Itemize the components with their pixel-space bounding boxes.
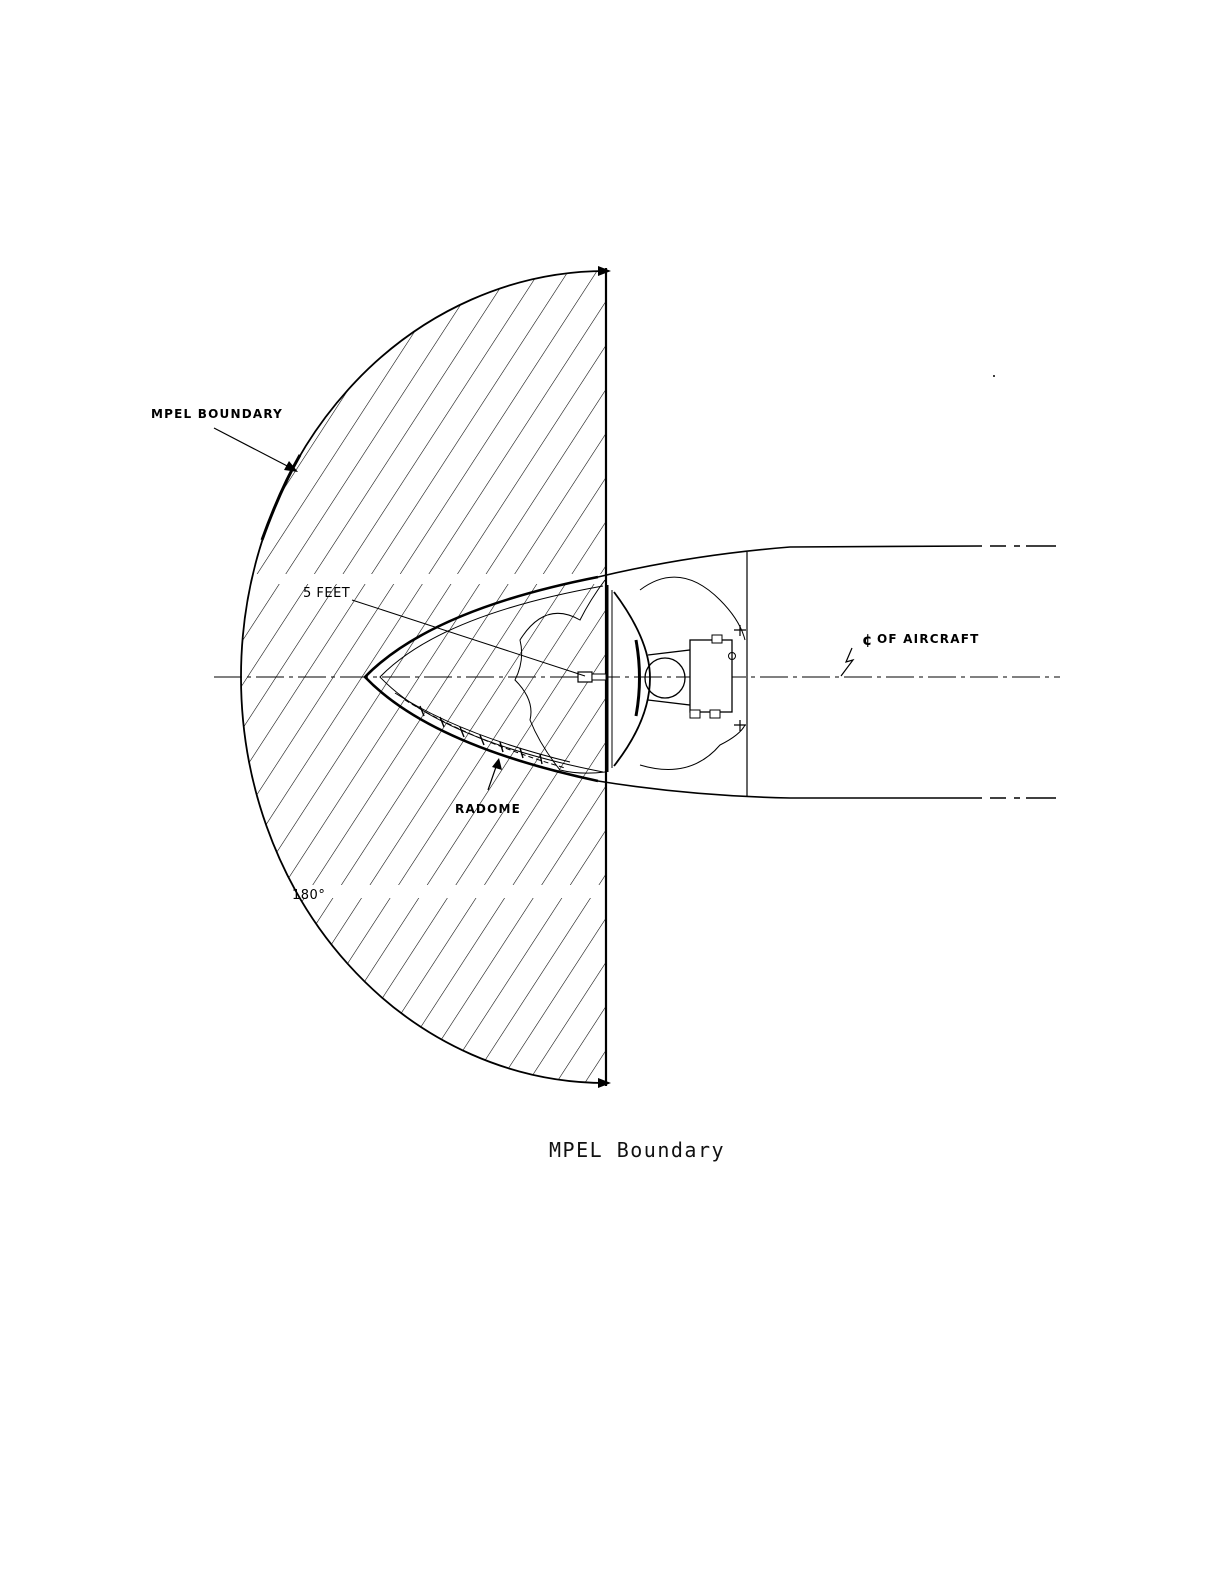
mpel-boundary-label: MPEL BOUNDARY [151,407,283,421]
fuselage [598,546,1056,798]
figure-caption: MPEL Boundary [549,1138,725,1162]
mpel-boundary-pointer [214,428,293,469]
centerline-pointer [841,648,853,676]
five-feet-label: 5 FEET [303,586,350,601]
centerline-symbol: ¢ [862,631,874,649]
radome-label: RADOME [455,802,521,816]
centerline-label: OF AIRCRAFT [877,632,980,646]
angle-label: 180° [292,888,325,903]
